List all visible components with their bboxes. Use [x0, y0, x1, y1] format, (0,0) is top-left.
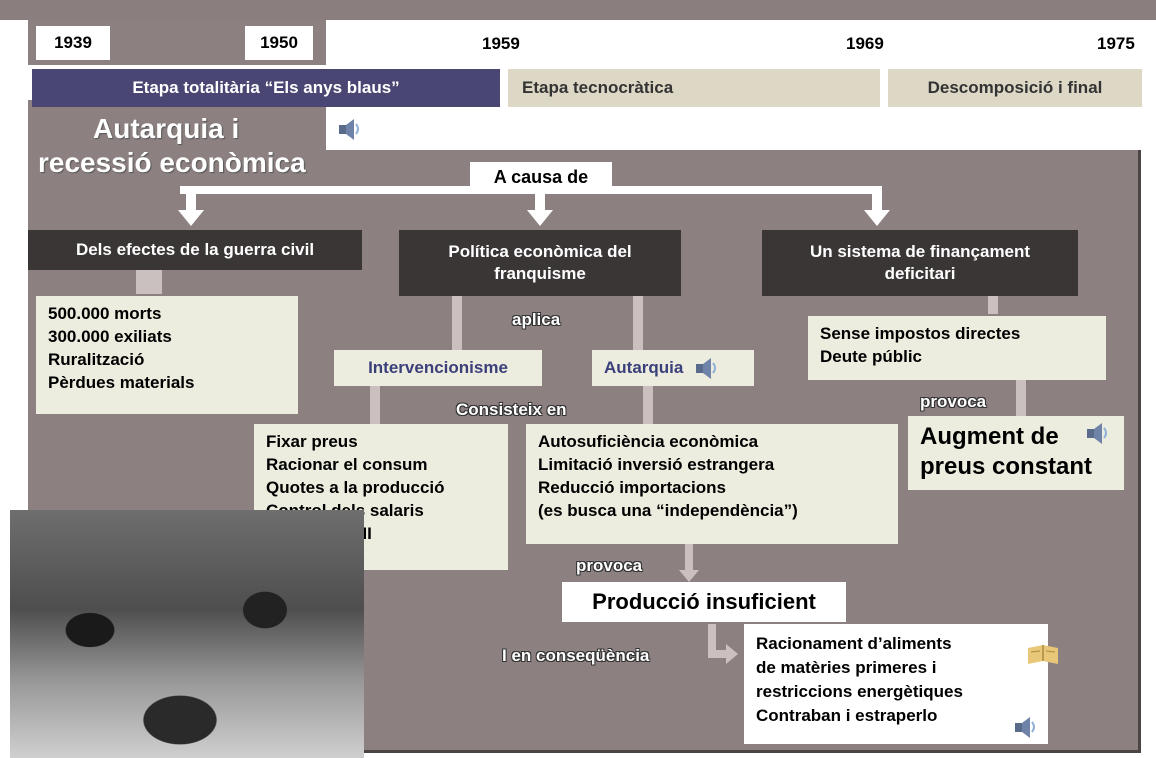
speaker-icon[interactable] — [693, 355, 719, 381]
consequence-item: de matèries primeres i — [756, 658, 937, 677]
year-1939: 1939 — [36, 26, 110, 60]
page-title-line2: recessió econòmica — [38, 147, 306, 178]
connector-war — [136, 270, 162, 294]
connector-intervention — [452, 296, 462, 350]
connector-autarky-items — [643, 386, 653, 424]
year-1975: 1975 — [1097, 34, 1135, 53]
year-1950: 1950 — [245, 26, 313, 60]
autarky-item: (es busca una “independència”) — [538, 501, 798, 520]
label-provoca-production: provoca — [576, 556, 643, 575]
intervention-item: Fixar preus — [266, 432, 358, 451]
consequence-item: Racionament d’aliments — [756, 634, 952, 653]
arrow-to-consequences — [708, 624, 738, 664]
stage-technocratic: Etapa tecnocràtica — [508, 69, 880, 107]
war-effect: Ruralització — [48, 350, 145, 369]
connector-finance — [988, 296, 998, 314]
war-effect: 500.000 morts — [48, 304, 162, 323]
production-result: Producció insuficient — [562, 582, 846, 622]
price-result: Augment de preus constant — [920, 423, 1093, 480]
label-provoca-price: provoca — [920, 392, 987, 411]
speaker-icon[interactable] — [336, 116, 362, 142]
war-effect: 300.000 exiliats — [48, 327, 172, 346]
policy-autarquia: Autarquia — [592, 350, 754, 386]
consequences-box: Racionament d’aliments de matèries prime… — [744, 624, 1048, 744]
page-title-line1: Autarquia i — [93, 113, 240, 144]
label-consequencia: I en conseqüència — [502, 646, 650, 665]
war-effects-box: 500.000 morts 300.000 exiliats Ruralitza… — [36, 296, 298, 414]
finance-item: Sense impostos directes — [820, 324, 1021, 343]
autarky-items-box: Autosuficiència econòmica Limitació inve… — [526, 424, 898, 544]
year-1969: 1969 — [846, 34, 884, 53]
connector-price — [1016, 380, 1026, 416]
arrow-to-finance — [864, 190, 890, 226]
cause-label: A causa de — [470, 162, 612, 192]
finance-box: Sense impostos directes Deute públic — [808, 316, 1106, 380]
arrow-to-policy — [527, 190, 553, 226]
autarky-item: Limitació inversió estrangera — [538, 455, 775, 474]
intervention-item: Quotes a la producció — [266, 478, 445, 497]
connector-autarky — [633, 296, 643, 350]
speaker-icon[interactable] — [1012, 714, 1038, 740]
policy-intervencionisme: Intervencionisme — [334, 350, 542, 386]
book-icon[interactable] — [1026, 642, 1060, 666]
policy-autarquia-label: Autarquia — [604, 358, 684, 377]
cause-war: Dels efectes de la guerra civil — [28, 230, 362, 270]
title-panel — [28, 100, 326, 160]
label-consisteix: Consisteix en — [456, 400, 567, 419]
historical-photo — [10, 510, 364, 758]
finance-item: Deute públic — [820, 347, 923, 366]
intervention-item: Racionar el consum — [266, 455, 428, 474]
arrow-to-production — [679, 544, 699, 582]
stage-totalitarian: Etapa totalitària “Els anys blaus” — [32, 69, 500, 107]
year-1959: 1959 — [482, 34, 520, 53]
consequence-item: Contraban i estraperlo — [756, 706, 938, 725]
autarky-item: Reducció importacions — [538, 478, 726, 497]
consequence-item: restriccions energètiques — [756, 682, 963, 701]
arrow-to-war — [178, 190, 204, 226]
cause-policy: Política econòmica del franquisme — [399, 230, 681, 296]
connector-intervention-items — [370, 386, 380, 424]
autarky-item: Autosuficiència econòmica — [538, 432, 759, 451]
cause-finance: Un sistema de finançament deficitari — [762, 230, 1078, 296]
price-result-box: Augment de preus constant — [908, 416, 1124, 490]
label-aplica: aplica — [512, 310, 561, 329]
stage-decomposition: Descomposició i final — [888, 69, 1142, 107]
war-effect: Pèrdues materials — [48, 373, 195, 392]
speaker-icon[interactable] — [1084, 420, 1110, 446]
top-bar — [0, 0, 1156, 20]
